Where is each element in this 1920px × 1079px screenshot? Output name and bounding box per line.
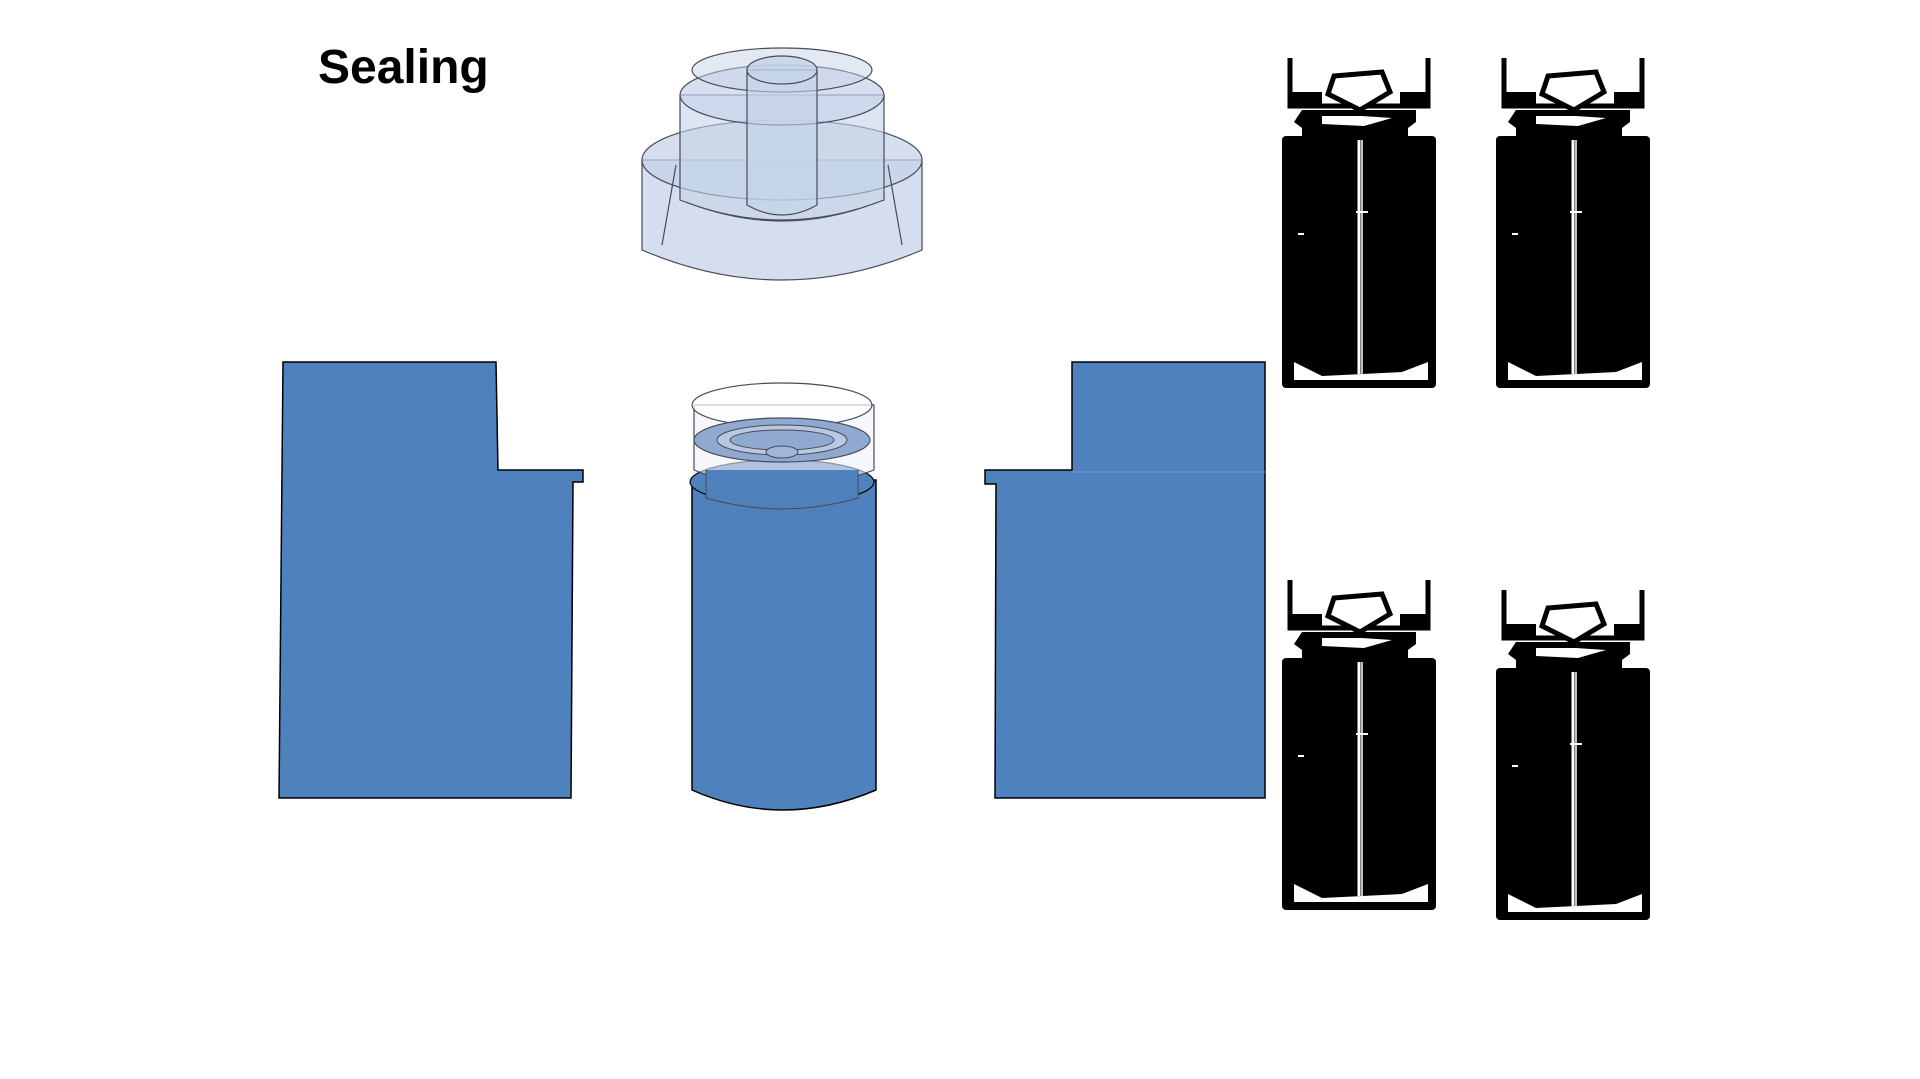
left-jaw [278,361,584,799]
crimp-cross-section-3 [1282,580,1436,910]
vial-with-stopper [689,382,877,811]
crimp-cross-section-4 [1496,590,1650,920]
crimping-tool-head [641,47,923,281]
diagram-title: Sealing [318,41,489,94]
crimp-cross-section-2 [1496,58,1650,388]
right-jaw [984,361,1266,799]
crimp-cross-section-1 [1282,58,1436,388]
